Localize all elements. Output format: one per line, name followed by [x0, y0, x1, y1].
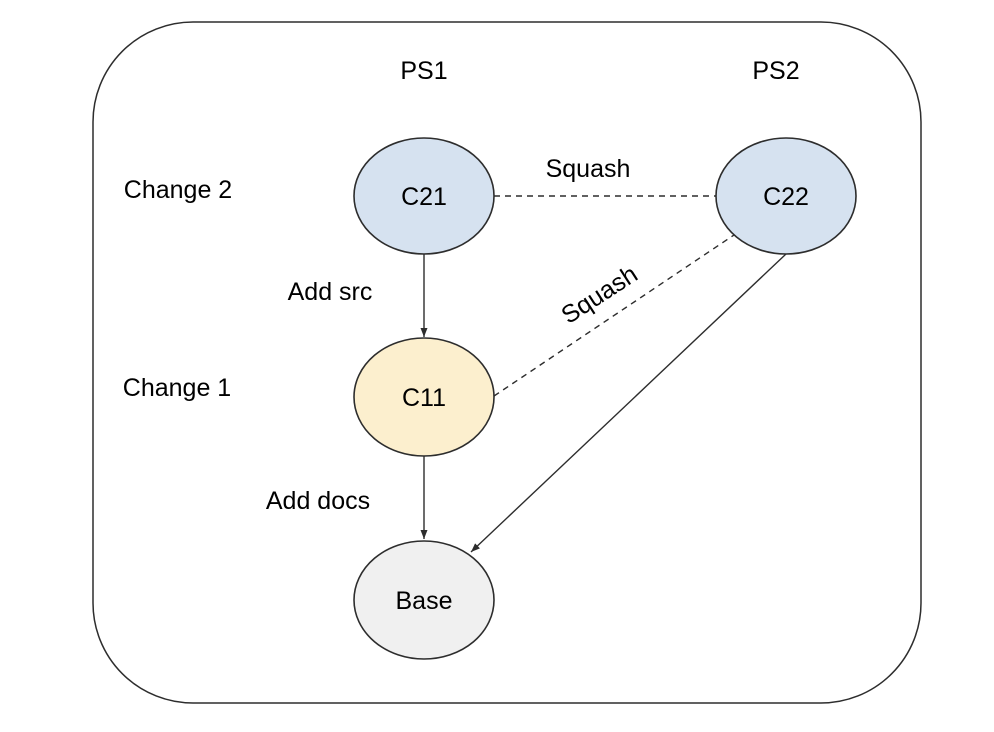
- node-label-base: Base: [396, 587, 453, 615]
- row-label-change2: Change 2: [124, 176, 232, 204]
- column-header-ps1: PS1: [400, 57, 447, 85]
- node-c21: [353, 137, 495, 255]
- node-label-c21: C21: [401, 183, 447, 211]
- edge-squash-c11-c22: [493, 234, 735, 397]
- edge-label-squash-diagonal: Squash: [556, 260, 642, 330]
- column-header-ps2: PS2: [752, 57, 799, 85]
- edge-c22-to-base: [470, 253, 787, 553]
- node-base: [353, 540, 495, 660]
- node-label-c22: C22: [763, 183, 809, 211]
- edge-label-squash-horizontal: Squash: [546, 155, 631, 183]
- edge-label-add-docs: Add docs: [266, 487, 370, 515]
- edge-label-add-src: Add src: [288, 278, 373, 306]
- diagram-border: [92, 21, 922, 704]
- node-c22: [715, 137, 857, 255]
- node-label-c11: C11: [402, 384, 446, 412]
- row-label-change1: Change 1: [123, 374, 231, 402]
- node-c11: [353, 337, 495, 457]
